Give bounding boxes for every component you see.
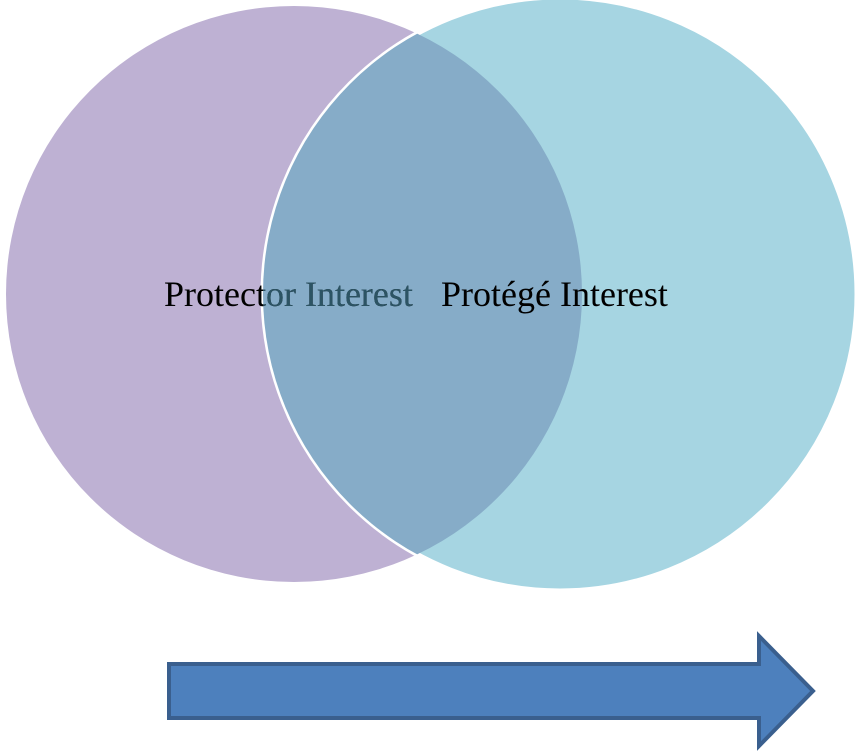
protege-interest-label: Protégé Interest — [441, 274, 668, 314]
protector-interest-label-overlap: Protector Interest — [164, 274, 413, 314]
right-arrow-shape — [167, 631, 816, 751]
protector-interest-label: Protector Interest — [164, 274, 413, 314]
overlap-region — [263, 6, 582, 582]
